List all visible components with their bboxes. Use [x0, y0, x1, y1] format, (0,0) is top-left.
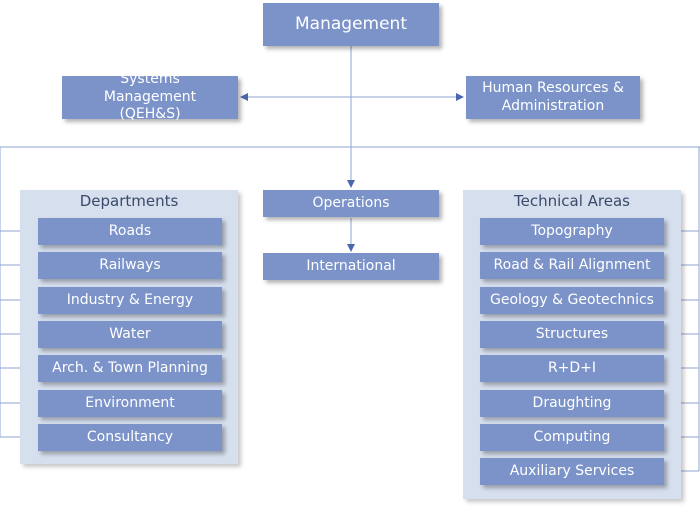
technical-area-item-label: R+D+I — [547, 359, 597, 376]
technical-areas-title: Technical Areas — [514, 192, 630, 210]
technical-area-item: Geology & Geotechnics — [480, 287, 664, 314]
operations-box: Operations — [263, 190, 439, 217]
department-item-label: Roads — [108, 222, 152, 239]
technical-area-item-label: Road & Rail Alignment — [493, 256, 651, 273]
operations-label: Operations — [312, 194, 390, 211]
human-resources-box: Human Resources & Administration — [466, 76, 640, 119]
department-item: Industry & Energy — [38, 287, 222, 314]
technical-area-item: R+D+I — [480, 355, 664, 382]
international-box: International — [263, 253, 439, 280]
management-label: Management — [295, 13, 407, 34]
department-item-label: Arch. & Town Planning — [52, 359, 208, 376]
department-item: Railways — [38, 252, 222, 279]
department-item: Water — [38, 321, 222, 348]
department-item: Consultancy — [38, 424, 222, 451]
technical-area-item-label: Computing — [533, 428, 611, 445]
technical-area-item: Structures — [480, 321, 664, 348]
technical-area-item-label: Topography — [531, 222, 613, 239]
departments-title: Departments — [79, 192, 179, 210]
technical-area-item-label: Structures — [535, 325, 609, 342]
international-label: International — [306, 257, 396, 274]
human-resources-label: Human Resources & Administration — [482, 80, 624, 114]
technical-area-item: Road & Rail Alignment — [480, 252, 664, 279]
department-item: Roads — [38, 218, 222, 245]
department-item-label: Environment — [85, 394, 175, 411]
technical-area-item-label: Geology & Geotechnics — [490, 291, 654, 308]
department-item-label: Consultancy — [86, 428, 174, 445]
technical-area-item-label: Auxiliary Services — [509, 462, 635, 479]
department-item: Arch. & Town Planning — [38, 355, 222, 382]
systems-management-label: Systems Management (QEH&S) — [103, 71, 197, 123]
department-item-label: Water — [109, 325, 151, 342]
department-item-label: Railways — [99, 256, 161, 273]
systems-management-box: Systems Management (QEH&S) — [62, 71, 238, 122]
management-box: Management — [263, 3, 439, 46]
technical-area-item: Computing — [480, 424, 664, 451]
technical-area-item: Topography — [480, 218, 664, 245]
technical-area-item-label: Draughting — [532, 394, 612, 411]
technical-area-item: Draughting — [480, 390, 664, 417]
department-item: Environment — [38, 390, 222, 417]
technical-area-item: Auxiliary Services — [480, 458, 664, 485]
department-item-label: Industry & Energy — [66, 291, 194, 308]
